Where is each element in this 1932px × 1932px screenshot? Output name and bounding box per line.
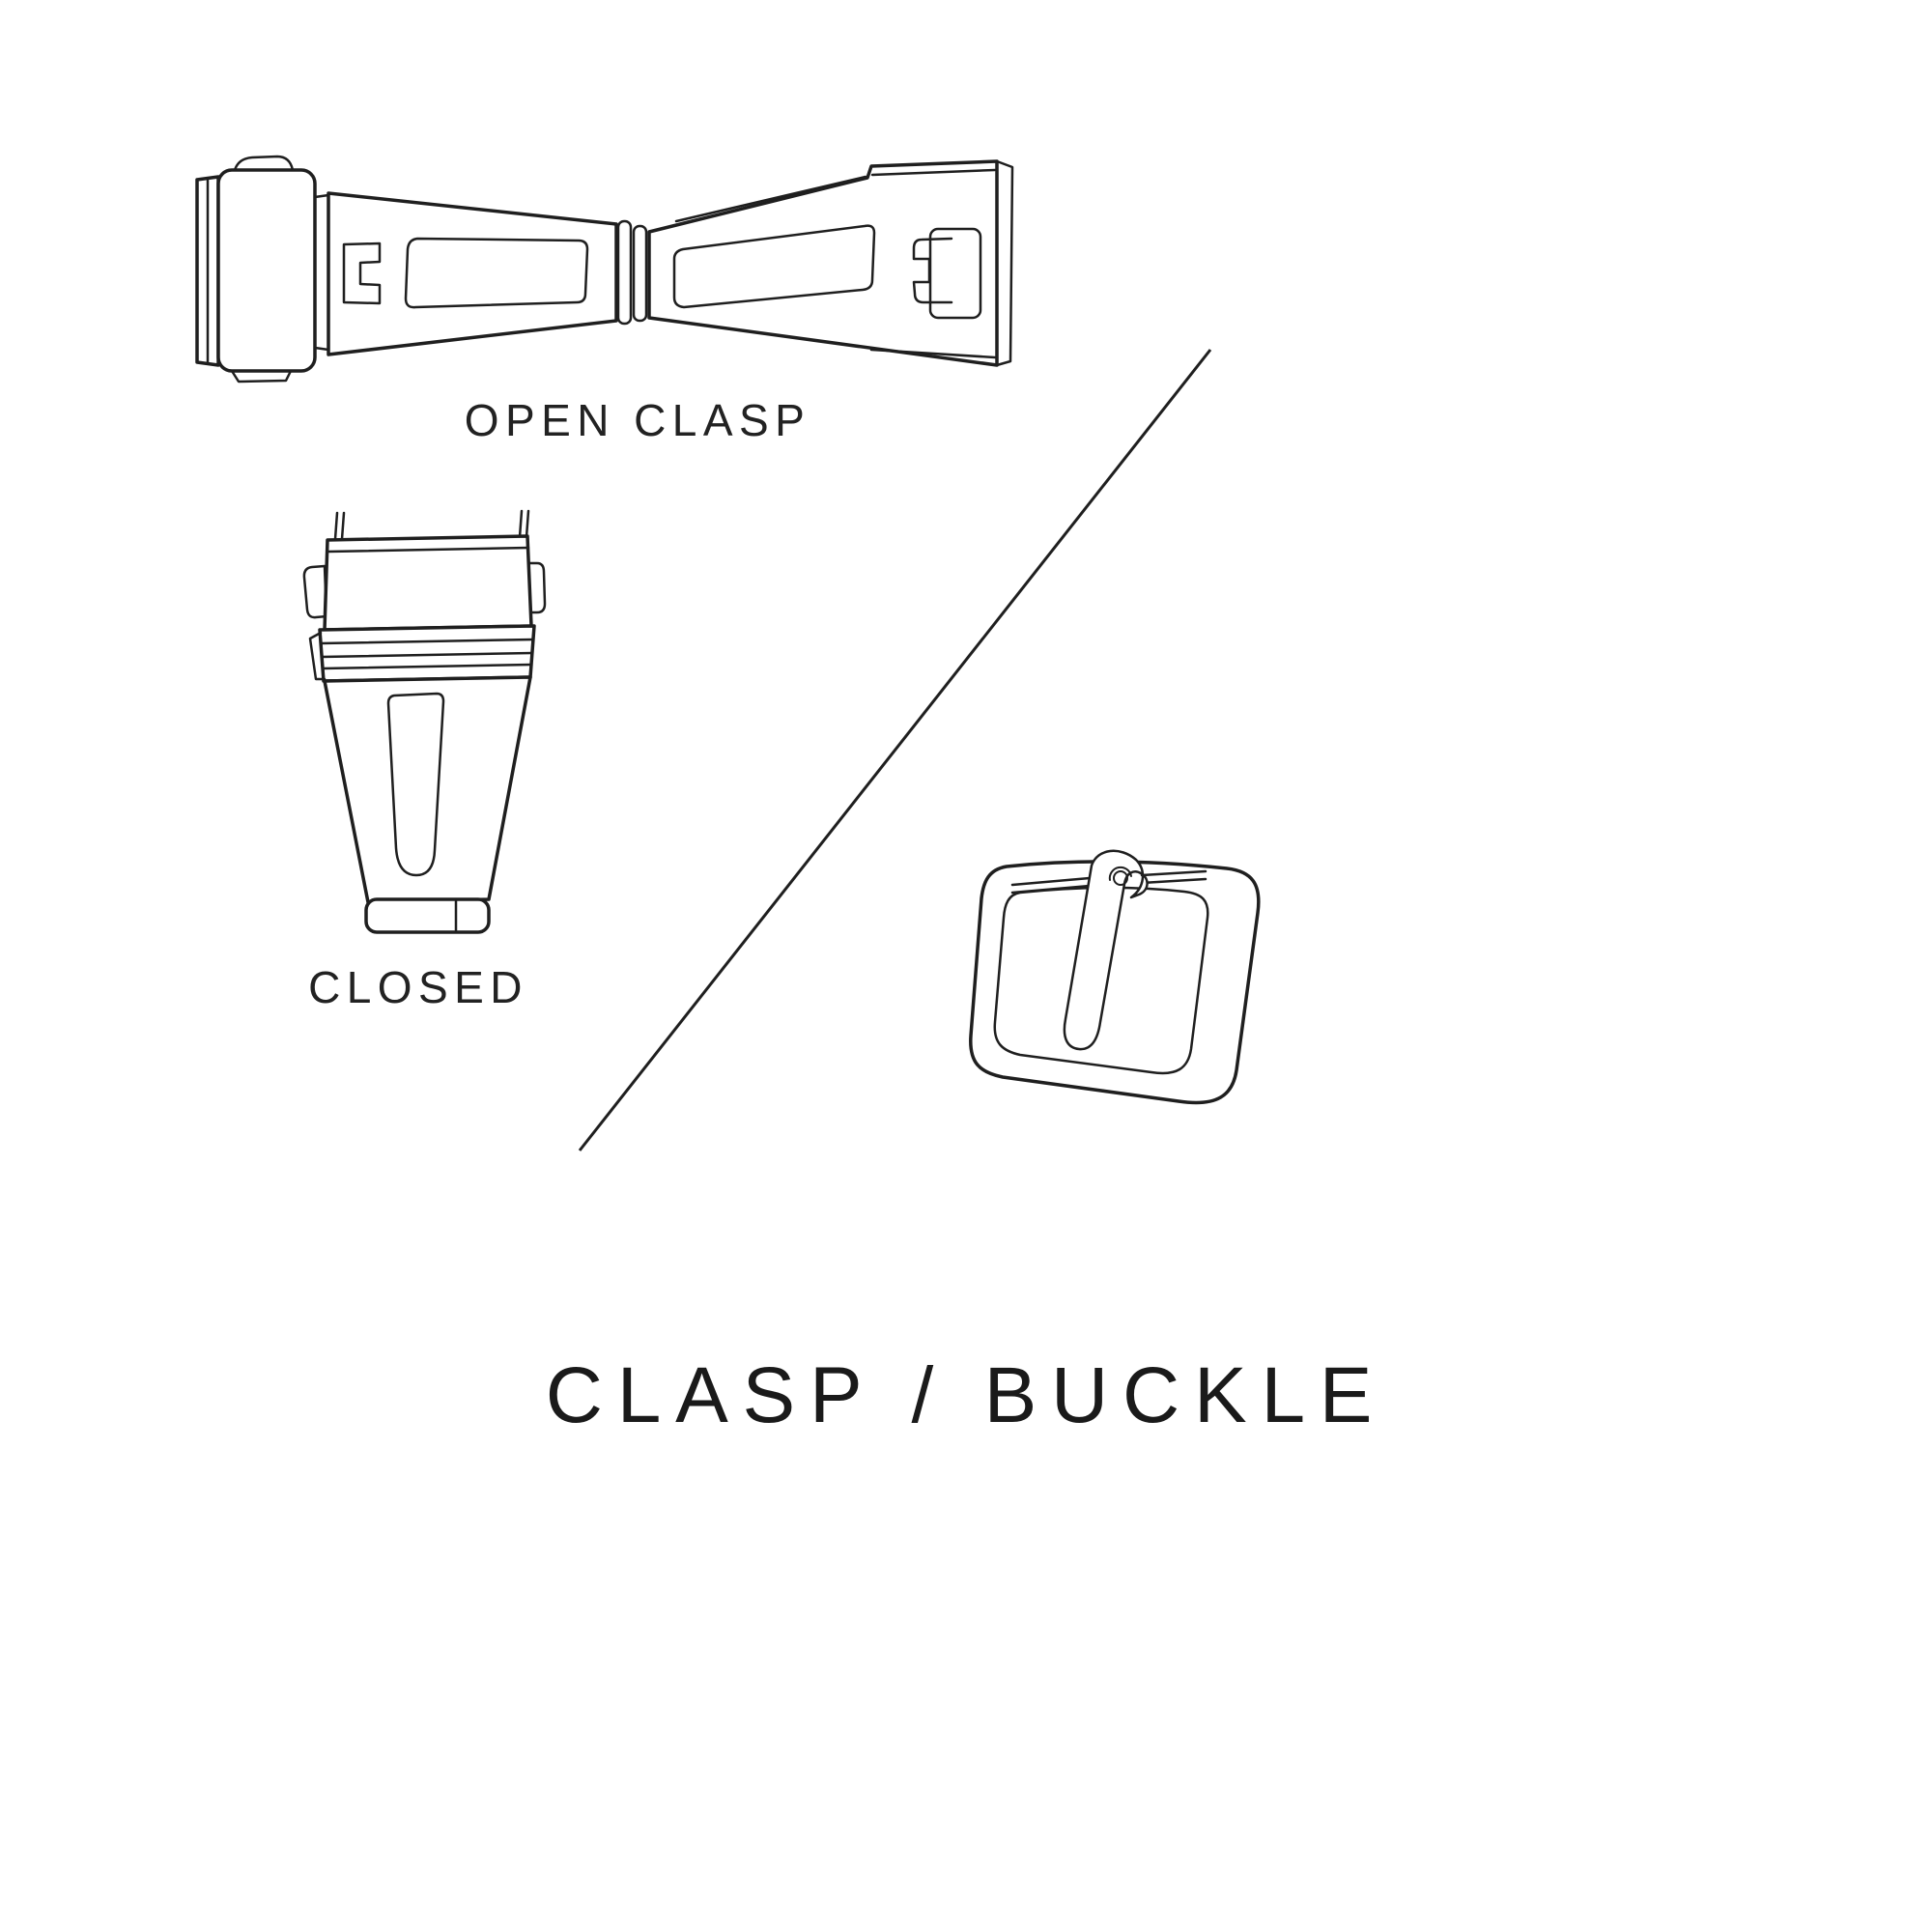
divider-line [578, 349, 1212, 1151]
open-clasp-illustration [195, 155, 1014, 384]
page-title: CLASP / BUCKLE [545, 1351, 1387, 1439]
open-clasp-label: OPEN CLASP [464, 395, 811, 445]
buckle-illustration [969, 849, 1261, 1105]
closed-clasp-illustration [302, 509, 547, 934]
closed-clasp-label: CLOSED [308, 962, 528, 1012]
